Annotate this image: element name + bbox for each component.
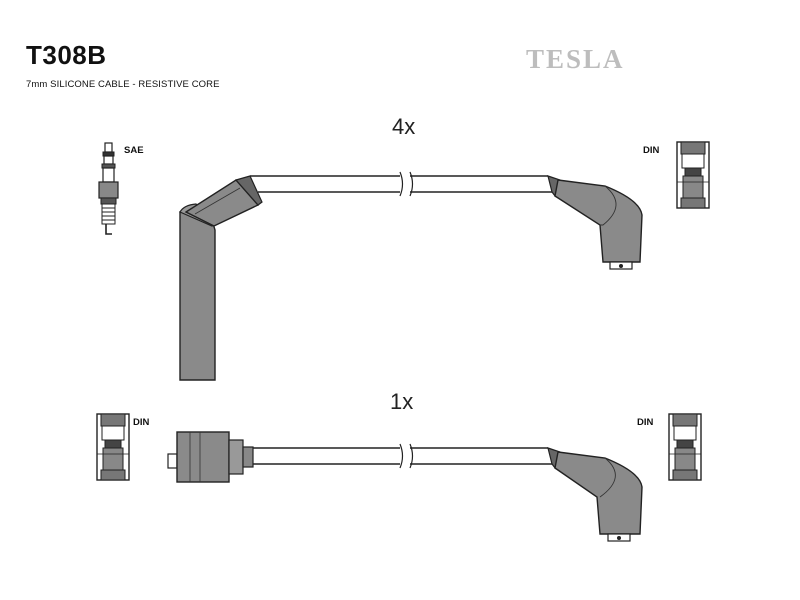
quantity-label-4x: 4x: [392, 114, 416, 139]
din-terminal-icon: [668, 413, 702, 481]
brand-logo: TESLA: [526, 44, 625, 74]
din-terminal-icon: [96, 413, 130, 481]
cable-description: 7mm SILICONE CABLE - RESISTIVE CORE: [26, 79, 220, 90]
label-din-bottom-left: DIN: [133, 417, 150, 428]
lead-1x: [167, 431, 643, 542]
label-din-bottom-right: DIN: [637, 417, 654, 428]
label-sae: SAE: [124, 145, 144, 156]
din-terminal-icon: [676, 141, 710, 209]
part-code: T308B: [26, 40, 107, 70]
lead-4x: [179, 171, 643, 381]
label-din-top-right: DIN: [643, 145, 660, 156]
quantity-label-1x: 1x: [390, 389, 414, 414]
spark-plug-icon: [98, 142, 119, 235]
